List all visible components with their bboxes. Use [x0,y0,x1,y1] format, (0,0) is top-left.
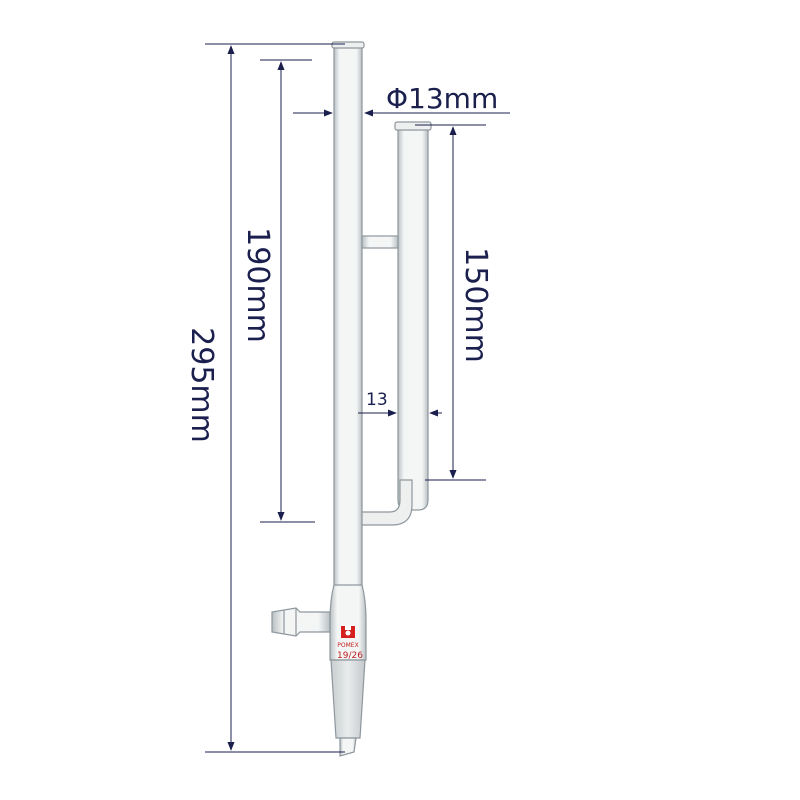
drain-bulb [329,584,367,661]
dimension-lines [205,43,510,753]
condenser-glassware [271,41,432,757]
joint-size-label: 19/26 [337,651,363,661]
side-tube-diameter-label: 13 [366,390,388,410]
overall-length-label: 295mm [184,327,219,443]
side-tube [397,127,429,511]
top-lip [331,41,365,49]
tube-diameter-label: Φ13mm [386,82,498,115]
main-tube [333,45,363,607]
drip-tip [339,737,357,757]
hose-barb [271,607,331,637]
brand-label: POMEX [337,642,358,649]
bridge-tube [361,235,399,249]
return-tube [361,479,413,526]
ground-joint [330,659,366,739]
side-tube-length-label: 150mm [458,247,493,363]
inner-length-label: 190mm [240,227,275,343]
brand-logo [341,626,355,638]
side-tube-lip [394,121,432,131]
